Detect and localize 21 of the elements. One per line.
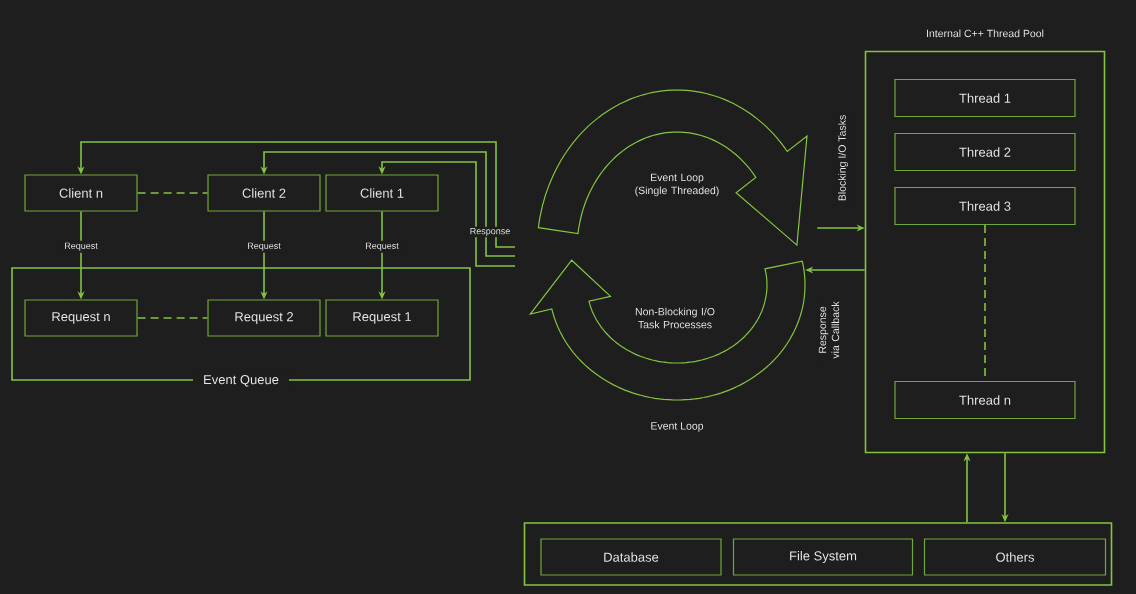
request-box: Request 1 [325,299,439,337]
storage-box [523,522,1113,586]
thread-box: Thread n [894,380,1076,420]
request-box: Request n [24,299,138,337]
client-box: Client n [24,174,138,212]
client-box: Client 1 [325,174,439,212]
request-box: Request 2 [207,299,321,337]
thread-box: Thread 3 [894,186,1076,226]
thread-box: Thread 2 [894,132,1076,172]
edge-label: Blocking I/O Tasks [837,113,849,203]
dashed-line [136,317,209,319]
dashed-line [136,192,209,194]
resource-box: File System [732,538,914,576]
resource-box: Database [540,538,722,576]
node-label: Internal C++ Thread Pool [927,29,1044,38]
caption-text: Event Loop [651,422,704,432]
edge-label: Response via Callback [817,298,841,362]
resource-box: Others [923,538,1107,576]
response-label: Response [470,227,510,236]
thread-box: Thread 1 [894,78,1076,118]
client-box: Client 2 [207,174,321,212]
